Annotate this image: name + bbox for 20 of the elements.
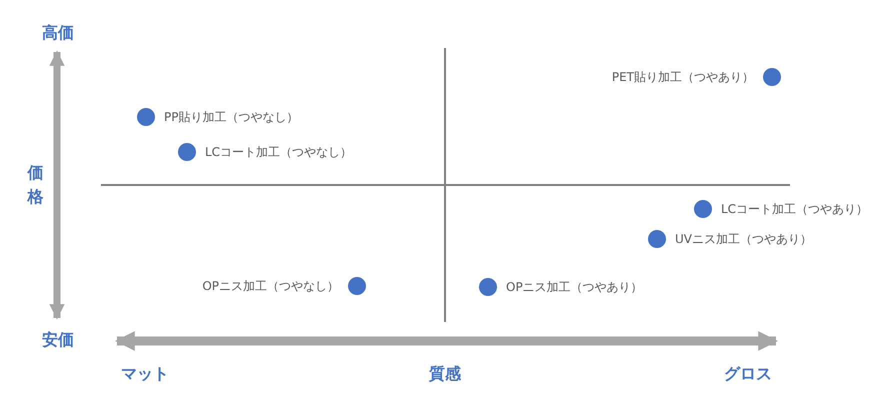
axis-title: 質感 (429, 364, 461, 384)
point-label: UVニス加工（つやあり） (675, 231, 812, 247)
axis-label: マット (121, 364, 169, 384)
axis-label: 高価 (42, 23, 74, 43)
axis-label: グロス (724, 364, 772, 384)
axis-label: 安価 (42, 330, 74, 350)
point-label: LCコート加工（つやあり） (721, 201, 868, 217)
point-label: OPニス加工（つやなし） (202, 278, 339, 294)
axis-title: 価格 (28, 162, 44, 208)
data-point-dot (178, 143, 196, 161)
data-point-dot (348, 277, 366, 295)
point-label: PET貼り加工（つやあり） (612, 69, 754, 85)
data-point-dot (137, 108, 155, 126)
data-point-dot (648, 230, 666, 248)
data-point-dot (479, 278, 497, 296)
point-label: LCコート加工（つやなし） (205, 144, 352, 160)
data-point-dot (694, 200, 712, 218)
point-label: OPニス加工（つやあり） (506, 279, 643, 295)
data-point-dot (763, 68, 781, 86)
point-label: PP貼り加工（つやなし） (164, 109, 298, 125)
